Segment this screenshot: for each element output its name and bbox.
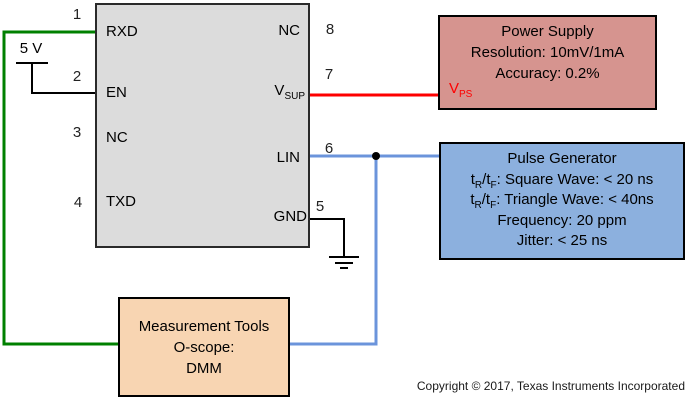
junction-dot: [372, 152, 380, 160]
pin-number-7: 7: [324, 66, 334, 83]
wire-gnd: [310, 218, 345, 257]
pin-label-lin: LIN: [276, 149, 300, 166]
pin-number-5: 5: [315, 198, 325, 215]
ic-block: [95, 3, 310, 248]
copyright-notice: Copyright © 2017, Texas Instruments Inco…: [416, 379, 685, 393]
measurement-tools-dmm: DMM: [186, 359, 222, 377]
wire-rxd-to-measurement: [2, 30, 118, 346]
pin-number-3: 3: [72, 124, 82, 141]
vps-main: V: [449, 80, 460, 97]
power-supply-accuracy: Accuracy: 0.2%: [495, 65, 600, 82]
pulse-generator-box: Pulse Generator tR/tF: Square Wave: < 20…: [439, 142, 685, 260]
pin-label-vsup-sub: SUP: [284, 91, 305, 102]
pin-label-rxd: RXD: [106, 23, 138, 40]
wire-lin-to-measurement: [290, 156, 378, 346]
pin-label-txd: TXD: [106, 193, 136, 210]
pulse-generator-frequency: Frequency: 20 ppm: [497, 211, 627, 229]
pin-number-4: 4: [73, 194, 83, 211]
measurement-tools-box: Measurement Tools O-scope: DMM: [118, 297, 290, 397]
ground-symbol: [329, 256, 359, 269]
supply-5v-label: 5 V: [19, 40, 43, 57]
pin-label-en: EN: [106, 84, 127, 101]
pin-number-1: 1: [72, 6, 82, 23]
pin-label-vsup: VSUP: [274, 82, 305, 102]
pin-label-gnd: GND: [273, 208, 307, 225]
pulse-generator-triangle-wave: tR/tF: Triangle Wave: < 40ns: [470, 191, 654, 211]
wire-5v-to-en: [31, 64, 95, 94]
pin-number-6: 6: [324, 140, 334, 157]
measurement-tools-title: Measurement Tools: [138, 317, 270, 335]
power-supply-resolution: Resolution: 10mV/1mA: [470, 44, 625, 61]
vps-net-label: VPS: [449, 80, 473, 100]
pulse-generator-square-wave: tR/tF: Square Wave: < 20 ns: [470, 170, 654, 191]
measurement-tools-oscope: O-scope:: [173, 338, 235, 356]
pulse-generator-jitter: Jitter: < 25 ns: [516, 232, 608, 249]
pulse-generator-title: Pulse Generator: [507, 150, 617, 167]
pin-label-nc-left: NC: [106, 129, 128, 146]
pin-label-nc-right: NC: [278, 22, 300, 39]
pin-number-8: 8: [325, 21, 335, 38]
pin-label-vsup-main: V: [274, 82, 285, 99]
power-supply-box: Power Supply Resolution: 10mV/1mA Accura…: [438, 15, 657, 110]
pin-number-2: 2: [72, 68, 82, 85]
power-supply-title: Power Supply: [501, 23, 594, 40]
vps-sub: PS: [459, 89, 473, 100]
